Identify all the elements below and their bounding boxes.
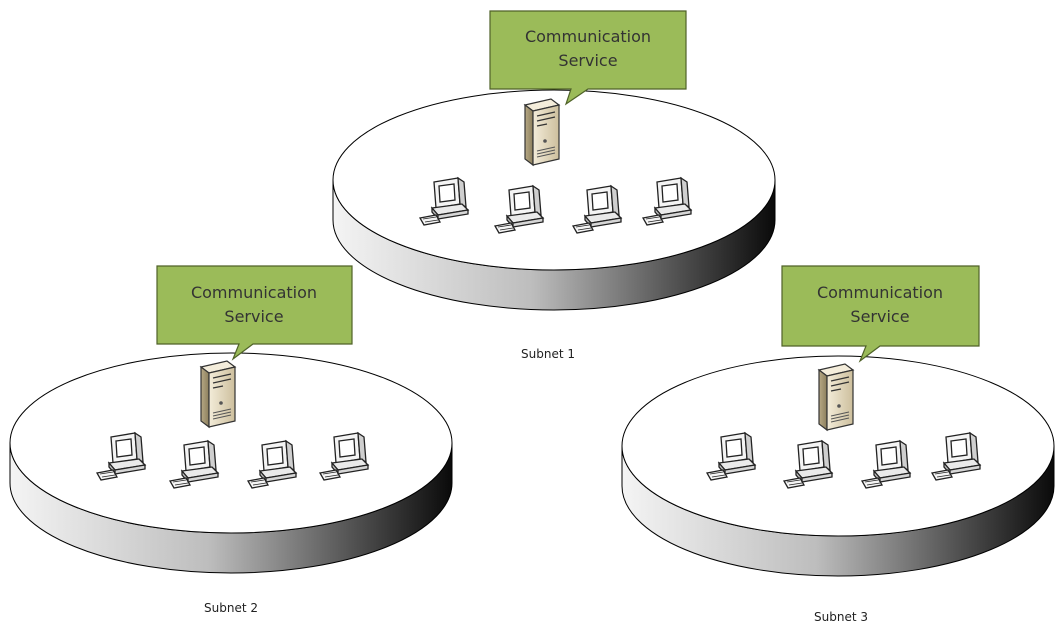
workstation-icon [930,431,982,481]
workstation-icon [246,439,298,489]
subnet-2: Communication Service Subnet 2 [9,265,453,615]
server-tower-icon [817,363,855,432]
server-tower-icon [199,360,237,429]
subnet-disc [332,89,776,311]
workstation-icon [493,184,545,234]
subnet-1: Communication Service Subnet 1 [332,10,776,361]
subnet-label: Subnet 2 [204,601,258,615]
service-label-line1: Communication [525,27,651,46]
workstation-icon [860,439,912,489]
workstations [418,176,693,234]
workstation-icon [641,176,693,226]
subnet-label: Subnet 1 [521,347,575,361]
service-callout: Communication Service [489,10,687,106]
workstation-icon [168,439,220,489]
workstations [95,431,370,489]
subnet-3: Communication Service Subnet 3 [621,265,1055,623]
workstation-icon [571,184,623,234]
service-callout: Communication Service [781,265,980,363]
subnet-disc [621,355,1055,577]
service-label-line1: Communication [817,283,943,302]
service-callout: Communication Service [156,265,353,361]
workstation-icon [705,431,757,481]
subnet-label: Subnet 3 [814,610,868,623]
workstation-icon [95,431,147,481]
workstation-icon [318,431,370,481]
service-label-line1: Communication [191,283,317,302]
service-label-line2: Service [558,51,617,70]
service-label-line2: Service [224,307,283,326]
subnet-disc [9,352,453,574]
workstations [705,431,982,489]
service-label-line2: Service [850,307,909,326]
server-tower-icon [523,98,561,167]
workstation-icon [782,439,834,489]
workstation-icon [418,176,470,226]
